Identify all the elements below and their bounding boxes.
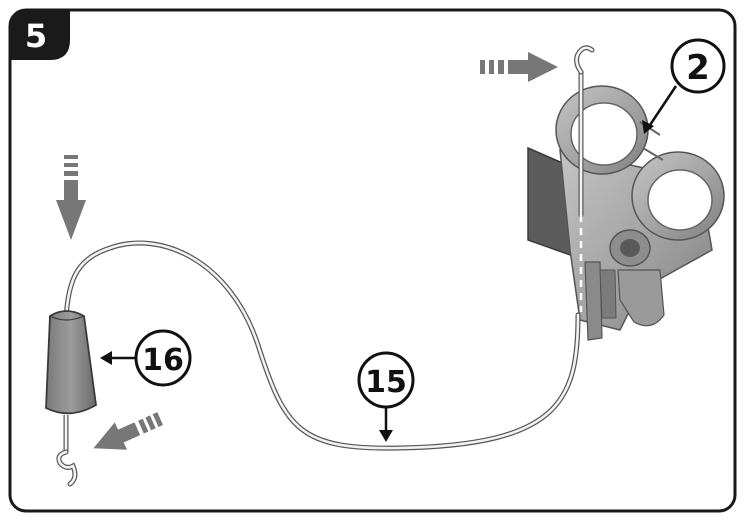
callout-2-label: 2	[686, 48, 710, 88]
callout-15-label: 15	[365, 365, 407, 400]
callout-2: 2	[642, 38, 726, 134]
arrow-down-icon	[56, 155, 86, 240]
step-number: 5	[25, 17, 47, 55]
callout-16-label: 16	[142, 343, 184, 378]
arrow-right-icon	[480, 52, 558, 82]
callout-15: 15	[357, 351, 415, 442]
cable	[56, 45, 595, 487]
callout-16: 16	[100, 329, 192, 387]
counterweight	[45, 310, 97, 415]
step-tab	[10, 10, 70, 60]
frame-border	[8, 8, 737, 513]
arrow-down-left-icon	[93, 412, 163, 450]
